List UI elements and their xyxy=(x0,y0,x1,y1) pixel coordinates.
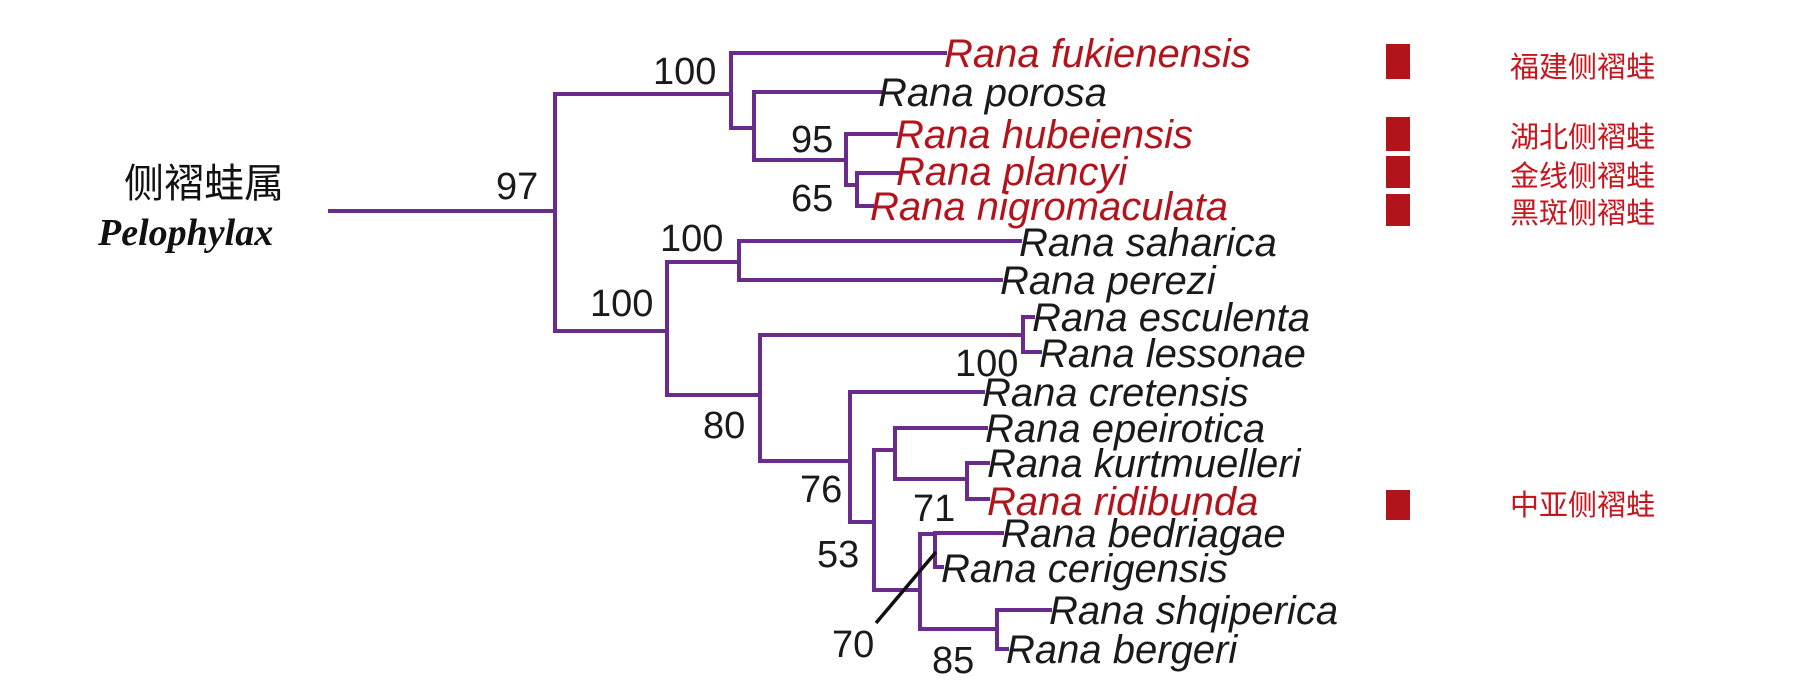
branch-node70 xyxy=(872,532,922,631)
support-70-pointer xyxy=(874,550,938,625)
taxon-label: Rana nigromaculata xyxy=(870,185,1228,229)
common-name-cn: 金线侧褶蛙 xyxy=(1510,159,1655,193)
genus-label: 侧褶蛙属 Pelophylax xyxy=(97,161,284,254)
branch-hubei-group xyxy=(752,132,848,187)
taxon-label: Rana hubeiensis xyxy=(895,113,1193,157)
taxon-label: Rana perezi xyxy=(1000,259,1217,303)
branch-lower-clade xyxy=(553,260,669,397)
highlight-marker xyxy=(1386,117,1410,151)
taxon-label: Rana esculenta xyxy=(1032,296,1310,340)
branch-cretensis-group xyxy=(758,390,852,524)
branch-node53 xyxy=(848,448,876,592)
support-value: 70 xyxy=(832,624,874,666)
taxon-label: Rana fukienensis xyxy=(944,32,1251,76)
branch-bedriagae-group xyxy=(918,531,937,569)
highlight-marker xyxy=(1386,490,1410,520)
taxon-label: Rana shqiperica xyxy=(1049,589,1338,633)
taxon-label: Rana bergeri xyxy=(1006,628,1238,672)
taxon-label: Rana bedriagae xyxy=(1001,512,1286,556)
highlight-marker xyxy=(1386,156,1410,188)
taxon-label: Rana cerigensis xyxy=(941,547,1228,591)
genus-chinese-name: 侧褶蛙属 xyxy=(124,161,284,207)
branch-ridibunda-clade xyxy=(665,333,762,463)
highlight-marker xyxy=(1386,194,1410,226)
support-value: 53 xyxy=(817,534,859,576)
branch-root xyxy=(328,92,557,333)
taxon-label: Rana cretensis xyxy=(982,371,1249,415)
highlight-markers xyxy=(1386,44,1410,520)
support-value: 76 xyxy=(800,469,842,511)
branch-epeirotica-group xyxy=(872,426,897,481)
branch-saharica-group xyxy=(665,239,741,282)
support-value: 95 xyxy=(791,119,833,161)
support-value: 100 xyxy=(955,343,1018,385)
support-value: 100 xyxy=(590,283,653,325)
common-name-cn: 湖北侧褶蛙 xyxy=(1510,120,1655,154)
taxon-label: Rana porosa xyxy=(878,71,1107,115)
support-value: 97 xyxy=(496,166,538,208)
taxon-label: Rana ridibunda xyxy=(987,480,1258,524)
branch-esculenta-group xyxy=(758,315,1025,354)
branch-plancyi-group xyxy=(844,171,859,208)
taxon-label: Rana plancyi xyxy=(896,150,1128,194)
genus-latin-name: Pelophylax xyxy=(97,212,273,254)
common-name-cn: 黑斑侧褶蛙 xyxy=(1510,196,1655,230)
branch-upper-clade xyxy=(553,51,733,130)
highlight-marker xyxy=(1386,44,1410,79)
branch-porosa-group xyxy=(729,90,756,162)
support-value: 80 xyxy=(703,405,745,447)
support-value: 100 xyxy=(653,51,716,93)
taxon-label: Rana kurtmuelleri xyxy=(987,442,1302,486)
common-name-cn: 中亚侧褶蛙 xyxy=(1510,488,1655,522)
common-name-cn: 福建侧褶蛙 xyxy=(1510,50,1655,84)
branch-kurtmuelleri-group xyxy=(893,461,969,501)
taxon-label: Rana epeirotica xyxy=(985,407,1265,451)
branch-shqiperica-group xyxy=(918,608,999,651)
taxon-label: Rana saharica xyxy=(1019,221,1277,265)
taxon-labels: Rana fukienensis Rana porosa Rana hubeie… xyxy=(870,32,1338,672)
taxon-label: Rana lessonae xyxy=(1039,332,1306,376)
support-values: 97 100 95 65 100 100 100 80 76 53 71 70 … xyxy=(496,51,1018,682)
support-value: 100 xyxy=(660,218,723,260)
support-value: 71 xyxy=(913,488,955,530)
tree-branches xyxy=(328,51,1052,651)
support-value: 85 xyxy=(932,640,974,682)
support-value: 65 xyxy=(791,178,833,220)
chinese-common-names: 福建侧褶蛙 湖北侧褶蛙 金线侧褶蛙 黑斑侧褶蛙 中亚侧褶蛙 xyxy=(1510,50,1655,522)
